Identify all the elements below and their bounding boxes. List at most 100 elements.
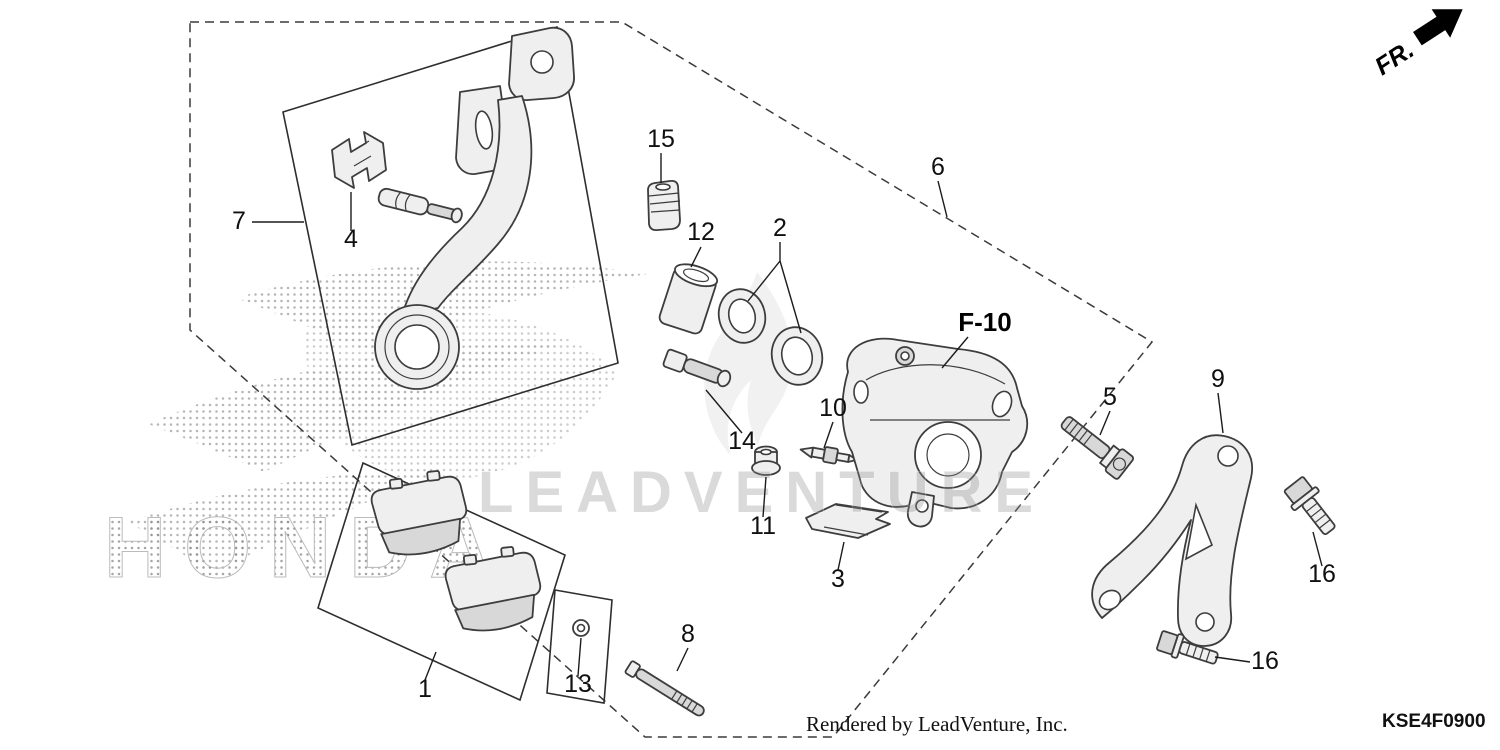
part-washer — [572, 619, 590, 637]
bracket-eye-mid — [384, 314, 450, 380]
callout-10[interactable]: 10 — [819, 394, 847, 422]
bracket-group-box — [282, 25, 619, 447]
washer-inner — [576, 623, 586, 633]
slide-pin-end — [450, 207, 463, 224]
slide-pin-boot-ribs — [395, 191, 411, 212]
footer-credit: Rendered by LeadVenture, Inc. — [806, 712, 1068, 736]
brake-pad-inner — [444, 546, 542, 632]
leader-10 — [823, 421, 834, 449]
callout-16-lower[interactable]: 16 — [1251, 647, 1279, 675]
spring-bend-lines — [823, 504, 883, 536]
leader-6 — [937, 180, 948, 218]
pad-set-group-box — [317, 461, 566, 702]
leader-11 — [762, 476, 767, 518]
bolt-shaft — [1301, 497, 1336, 536]
bracket-eye-inner — [394, 324, 440, 370]
bolt-socket — [1112, 457, 1127, 471]
brake-pad-outer — [370, 470, 468, 556]
fr-direction-indicator: FR. — [1370, 9, 1463, 81]
boot-opening — [655, 183, 671, 191]
part-bracket-assembly — [374, 26, 575, 390]
pad-friction-material — [380, 517, 461, 556]
leader-16b — [1214, 656, 1251, 663]
part-seal-set — [717, 288, 824, 386]
leader-3 — [837, 541, 845, 571]
part-pin-bolt — [662, 348, 732, 388]
callout-7[interactable]: 7 — [232, 207, 246, 235]
seal-inner — [780, 336, 814, 376]
guard-cutout — [1184, 502, 1214, 561]
leader-1 — [424, 651, 437, 681]
callout-12[interactable]: 12 — [687, 218, 715, 246]
bracket-top-hole — [530, 50, 554, 74]
callout-6[interactable]: 6 — [931, 153, 945, 181]
part-guard-bolt-lower — [1156, 630, 1219, 665]
bolt-threads — [1305, 502, 1331, 529]
caliper-mount-hole-left — [853, 380, 869, 404]
pad-tab — [426, 470, 441, 482]
bolt-threads — [1185, 643, 1211, 662]
part-pad-clip — [331, 131, 387, 189]
pin-shaft — [635, 668, 705, 717]
caliper-banjo-hole — [900, 351, 910, 361]
part-brake-pads — [370, 470, 542, 632]
part-caliper-body — [841, 337, 1029, 528]
callout-14[interactable]: 14 — [728, 427, 756, 455]
part-caliper-bolt — [1060, 416, 1135, 480]
pad-friction-material — [454, 593, 535, 632]
bolt-head — [1104, 448, 1135, 480]
spring-plate — [805, 503, 891, 539]
leader-5 — [1099, 410, 1111, 436]
leader-lines — [252, 153, 1323, 681]
boot-ribs — [648, 192, 681, 213]
bolt-threads — [1064, 418, 1093, 446]
leader-14 — [705, 389, 743, 434]
callout-5[interactable]: 5 — [1103, 383, 1117, 411]
guard-hole-left — [1098, 589, 1122, 611]
part-pad-pin — [624, 660, 705, 717]
callout-13[interactable]: 13 — [564, 670, 592, 698]
caliper-assembly-boundary — [189, 21, 1154, 738]
washer-group-box — [546, 589, 613, 704]
watermark-leadventure: LEADVENTURE — [478, 460, 1045, 525]
callout-3[interactable]: 3 — [831, 565, 845, 593]
callout-9[interactable]: 9 — [1211, 365, 1225, 393]
bracket-slide-pin — [377, 187, 463, 224]
slide-pin-boss — [377, 187, 430, 216]
callout-16-upper[interactable]: 16 — [1308, 560, 1336, 588]
callout-4[interactable]: 4 — [344, 225, 358, 253]
callout-2[interactable]: 2 — [773, 214, 787, 242]
leadventure-flame-watermark — [704, 272, 793, 456]
leader-f10 — [941, 336, 969, 369]
leader-13 — [577, 637, 582, 677]
fr-arrow-icon — [1413, 9, 1463, 46]
pad-tab — [388, 477, 404, 490]
dust-seal — [770, 326, 824, 386]
callout-15[interactable]: 15 — [647, 125, 675, 153]
guard-hole-bottom — [1195, 612, 1215, 632]
assembly-ref-label[interactable]: F-10 — [958, 307, 1011, 337]
callout-8[interactable]: 8 — [681, 620, 695, 648]
leader-8 — [676, 647, 689, 672]
callout-1[interactable]: 1 — [418, 675, 432, 703]
part-boot — [647, 179, 681, 232]
caliper-bore — [914, 421, 982, 489]
leader-2 — [747, 242, 802, 334]
callout-11[interactable]: 11 — [750, 512, 776, 540]
guard-outline — [1091, 434, 1253, 647]
caliper-mount-hole-right — [991, 390, 1013, 418]
seal-inner — [727, 298, 757, 334]
caliper-outline — [841, 337, 1029, 510]
leader-12 — [690, 246, 702, 268]
pin-bolt-end — [716, 369, 732, 388]
part-pad-spring — [805, 503, 891, 539]
caliper-body-lines — [865, 364, 1010, 421]
fr-label: FR. — [1370, 36, 1419, 81]
pin-threads — [671, 690, 698, 713]
clip-fold-lines — [350, 140, 372, 167]
joint-bore — [760, 448, 772, 456]
pad-tab — [462, 553, 478, 566]
caliper-bore-inner — [926, 433, 970, 477]
part-piston — [658, 263, 719, 335]
caliper-lug-hole — [915, 499, 929, 513]
